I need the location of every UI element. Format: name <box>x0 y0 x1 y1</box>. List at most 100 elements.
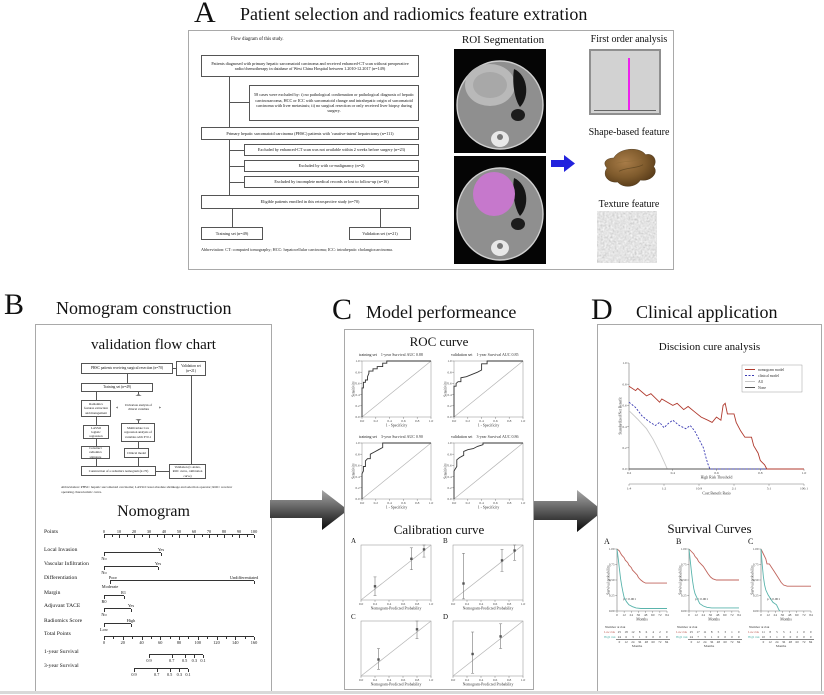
risk-axis-caption: Months <box>703 644 715 649</box>
svg-text:5:1: 5:1 <box>767 486 772 490</box>
panel-b-letter: B <box>4 288 25 321</box>
flow-caption: Flow diagram of this study. <box>231 37 284 42</box>
svg-text:48: 48 <box>788 613 792 617</box>
vflow-lasso: LASSO logistic regression <box>83 425 109 439</box>
svg-text:0.0: 0.0 <box>452 419 457 423</box>
svg-text:Sensitivity: Sensitivity <box>444 463 448 479</box>
panel-a-title: Patient selection and radiomics feature … <box>240 4 588 24</box>
svg-text:72: 72 <box>802 613 806 617</box>
svg-text:1.0: 1.0 <box>521 501 526 505</box>
first-order-histogram <box>589 49 661 115</box>
vflow-line <box>96 392 97 400</box>
svg-text:1 - Specificity: 1 - Specificity <box>386 424 408 428</box>
svg-text:0.50: 0.50 <box>609 578 615 582</box>
svg-text:1.0: 1.0 <box>521 419 526 423</box>
svg-text:p < 0.001: p < 0.001 <box>767 597 780 601</box>
flow-line <box>229 140 230 195</box>
svg-text:60: 60 <box>723 613 727 617</box>
risk-axis-caption: Months <box>631 644 643 649</box>
svg-text:1.00: 1.00 <box>681 547 687 551</box>
svg-text:0.75: 0.75 <box>609 563 615 567</box>
flow-box-excluded-records: Excluded by incomplete medical records o… <box>244 176 419 188</box>
svg-text:0.8: 0.8 <box>355 370 359 374</box>
svg-text:Nomogram-Predicted Probability: Nomogram-Predicted Probability <box>371 683 422 687</box>
svg-text:0.6: 0.6 <box>401 678 406 682</box>
svg-text:0.8: 0.8 <box>507 602 512 606</box>
svg-text:0.2: 0.2 <box>373 602 378 606</box>
panel-b-box: validation flow chart PHSC patients rece… <box>35 324 272 692</box>
svg-text:0.4: 0.4 <box>479 602 484 606</box>
svg-text:0.6: 0.6 <box>493 501 498 505</box>
flow-line <box>229 150 244 151</box>
panel-c-title: Model performeance <box>366 302 517 322</box>
vflow-line <box>138 458 139 466</box>
flow-box-cohort: Patients diagnosed with primary hepatic … <box>201 55 419 77</box>
nomogram-row-label: Differentiation <box>44 575 78 581</box>
dca-title: Discision cure analysis <box>658 341 761 353</box>
roc-curve-title: ROC curve <box>409 334 469 349</box>
svg-text:0.8: 0.8 <box>415 678 420 682</box>
svg-text:p < 0.001: p < 0.001 <box>695 597 708 601</box>
svg-text:60: 60 <box>651 613 655 617</box>
vflow-line <box>138 442 139 448</box>
flow-abbreviation: Abbreviation: CT: computed tomography; H… <box>201 247 393 252</box>
nomogram-title: Nomogram <box>117 503 190 520</box>
svg-text:0.0: 0.0 <box>622 467 626 471</box>
svg-text:0.2: 0.2 <box>355 404 359 408</box>
nomogram-row-label: Radiomics Score <box>44 618 83 624</box>
svg-text:Sensitivity: Sensitivity <box>444 381 448 397</box>
svg-text:0.0: 0.0 <box>355 497 359 501</box>
nomogram-row-label: Adjuvant TACE <box>44 603 81 609</box>
svg-text:12: 12 <box>694 613 698 617</box>
svg-text:84: 84 <box>737 613 741 617</box>
svg-text:36: 36 <box>781 613 785 617</box>
svg-text:1:2: 1:2 <box>662 486 667 490</box>
svg-text:0.4: 0.4 <box>479 419 484 423</box>
svg-text:0.0: 0.0 <box>447 497 451 501</box>
svg-text:0: 0 <box>688 613 690 617</box>
svg-text:0.0: 0.0 <box>452 501 457 505</box>
svg-text:1 - Specificity: 1 - Specificity <box>386 506 408 510</box>
svg-text:0.25: 0.25 <box>681 594 687 598</box>
svg-text:10:9: 10:9 <box>696 486 702 490</box>
svg-text:Months: Months <box>708 618 720 622</box>
vflow-abbreviation: Abbreviation: PHSC: hepatic sarcomatoid … <box>61 485 233 495</box>
svg-text:0.6: 0.6 <box>355 382 359 386</box>
first-order-title: First order analysis <box>590 34 668 45</box>
svg-text:Standardized Net Benefit: Standardized Net Benefit <box>619 397 623 434</box>
svg-text:0.4: 0.4 <box>622 425 626 429</box>
vflow-univariate-diamond: Univariate analysis of clinical variable… <box>116 394 161 421</box>
svg-text:None: None <box>758 386 766 390</box>
svg-text:0.6: 0.6 <box>447 464 451 468</box>
svg-text:1.0: 1.0 <box>521 602 526 606</box>
svg-text:0.8: 0.8 <box>507 678 512 682</box>
svg-text:72: 72 <box>658 613 662 617</box>
svg-text:Months: Months <box>780 618 792 622</box>
svg-text:12: 12 <box>766 613 770 617</box>
panel-d-letter: D <box>591 293 613 326</box>
svg-text:0.6: 0.6 <box>401 419 406 423</box>
svg-text:0.00: 0.00 <box>753 609 759 613</box>
svg-text:1.0: 1.0 <box>447 441 451 445</box>
svg-text:0.0: 0.0 <box>451 678 456 682</box>
texture-patch <box>597 211 657 263</box>
svg-text:0.25: 0.25 <box>753 594 759 598</box>
page-bottom-strip <box>0 691 824 694</box>
